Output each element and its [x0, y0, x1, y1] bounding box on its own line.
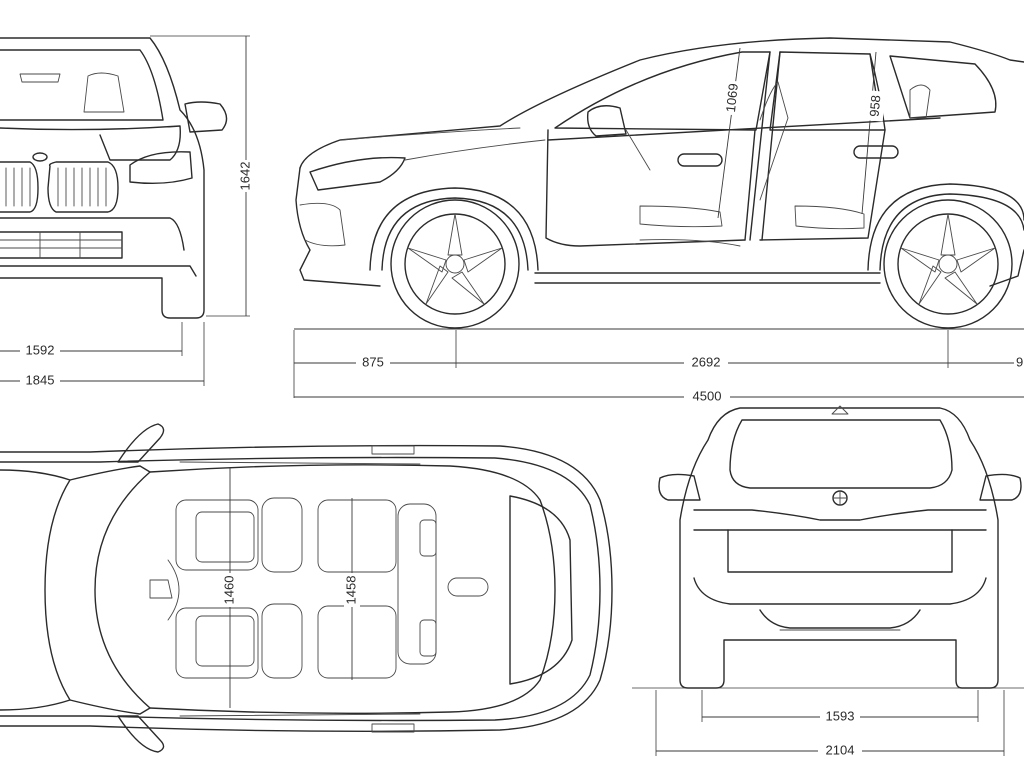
rear-interior-width-label: 1458 [343, 576, 358, 605]
front-track-label: 1592 [26, 342, 55, 357]
rear-overhang-label: 9 [1016, 354, 1023, 369]
rear-headroom-label: 958 [867, 94, 884, 117]
side-view-dimensions [293, 328, 1024, 398]
width-label: 1845 [26, 372, 55, 387]
wheelbase-label: 2692 [692, 354, 721, 369]
top-view [0, 423, 613, 753]
front-interior-width-label: 1460 [221, 576, 236, 605]
width-with-mirrors-label: 2104 [826, 742, 855, 757]
dimension-labels: 1642 1592 1845 875 2692 9 4500 1069 958 … [20, 80, 1024, 760]
length-label: 4500 [693, 388, 722, 403]
rear-view [658, 405, 1022, 689]
rear-track-label: 1593 [826, 708, 855, 723]
front-headroom-label: 1069 [723, 83, 741, 113]
height-label: 1642 [237, 162, 252, 191]
front-overhang-label: 875 [362, 354, 384, 369]
side-view [295, 37, 1024, 329]
front-view-dimensions [0, 35, 250, 386]
front-view [0, 37, 228, 319]
